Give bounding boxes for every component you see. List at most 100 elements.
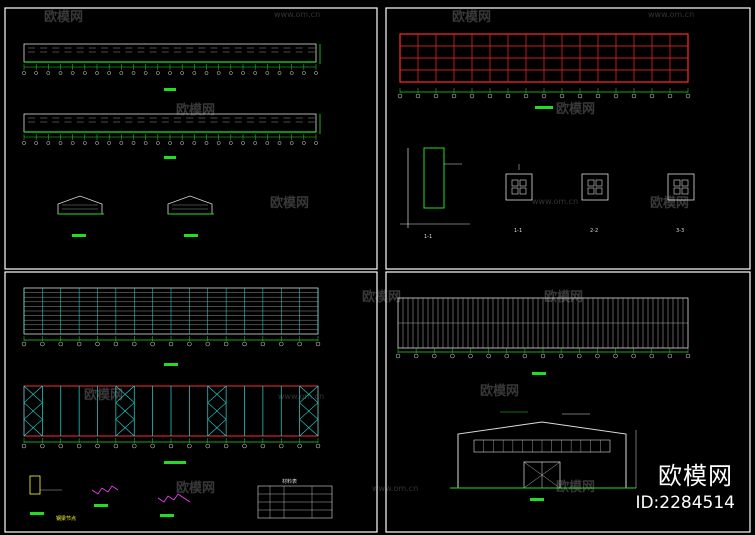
elevation-front <box>22 43 321 91</box>
detail-1-label: 1-1 <box>514 228 522 234</box>
axis-bubble <box>451 93 457 99</box>
axis-bubble <box>433 93 439 99</box>
axis-bubble <box>468 353 473 359</box>
axis-bubble <box>95 141 99 145</box>
axis-bubble <box>70 71 75 75</box>
axis-bubble <box>486 353 491 359</box>
cad-line <box>115 402 135 420</box>
axis-bubble <box>315 341 321 347</box>
watermark-url-5: www.om.cn <box>372 484 419 493</box>
axis-bubble <box>649 93 655 99</box>
watermark-brand-2: 欧模网 <box>452 10 492 25</box>
axis-bubble <box>40 443 45 449</box>
cad-line <box>23 419 43 437</box>
material-table: 材料表 <box>257 478 333 519</box>
axis-bubble <box>205 341 210 347</box>
axis-bubble <box>46 71 51 75</box>
axis-bubble <box>487 93 493 99</box>
axis-bubble <box>277 71 282 75</box>
axis-bubble <box>432 353 437 359</box>
watermark-brand-6: 欧模网 <box>650 196 690 211</box>
axis-bubble <box>667 93 673 99</box>
axis-bubble <box>150 341 155 347</box>
axis-bubble <box>595 353 600 359</box>
roof-purlin-plan <box>21 287 321 366</box>
base-plate-detail-2: 2-2 <box>581 173 609 234</box>
axis-bubble <box>523 93 529 99</box>
axis-bubble <box>241 71 245 75</box>
axis-bubble <box>95 71 99 75</box>
sheet-frame-bottom-right <box>385 271 751 533</box>
axis-bubble <box>131 141 136 145</box>
sheet-frame-bottom-left <box>4 271 378 533</box>
axis-bubble <box>223 341 229 347</box>
axis-bubble <box>180 71 185 75</box>
elevation-gable-left <box>57 195 104 237</box>
axis-bubble <box>301 141 306 145</box>
axis-bubble <box>504 353 509 359</box>
axis-bubble <box>685 353 691 359</box>
material-table-title: 材料表 <box>282 478 297 485</box>
axis-bubble <box>260 341 266 347</box>
cad-line <box>299 402 319 420</box>
axis-bubble <box>58 141 63 145</box>
axis-bubble <box>297 341 302 347</box>
axis-bubble <box>558 353 564 359</box>
sheet-frame-top-right <box>385 7 751 270</box>
axis-bubble <box>613 93 619 99</box>
cad-line <box>23 385 43 403</box>
axis-bubble <box>395 353 401 359</box>
axis-bubble <box>631 93 637 99</box>
watermark-brand-1: 欧模网 <box>44 10 84 25</box>
axis-bubble <box>279 341 284 347</box>
axis-bubble <box>253 141 258 145</box>
bracing-plan <box>21 385 321 464</box>
axis-bubble <box>34 71 39 75</box>
cad-line <box>207 419 227 437</box>
axis-bubble <box>315 443 321 449</box>
axis-bubble <box>253 71 258 75</box>
axis-bubble <box>95 341 100 347</box>
axis-bubble <box>297 443 302 449</box>
axis-bubble <box>150 443 155 449</box>
axis-bubble <box>46 141 51 145</box>
elevation-back <box>22 113 321 159</box>
axis-bubble <box>21 341 27 347</box>
column-plan-grid <box>397 33 691 109</box>
cad-line <box>207 402 227 420</box>
axis-bubble <box>279 443 284 449</box>
axis-bubble <box>314 71 318 75</box>
axis-bubble <box>397 93 403 99</box>
axis-bubble <box>34 141 39 145</box>
watermark-brand-9: 欧模网 <box>84 388 124 403</box>
axis-bubble <box>289 71 294 75</box>
axis-bubble <box>143 141 148 145</box>
axis-bubble <box>277 141 282 145</box>
axis-bubble <box>577 93 583 99</box>
axis-bubble <box>113 443 119 449</box>
axis-bubble <box>242 443 247 449</box>
axis-bubble <box>22 71 26 75</box>
axis-bubble <box>180 141 185 145</box>
connection-details: 钢梁节点 <box>29 475 191 522</box>
axis-bubble <box>82 141 87 145</box>
axis-bubble <box>58 71 63 75</box>
axis-bubble <box>187 341 192 347</box>
axis-bubble <box>119 71 124 75</box>
axis-bubble <box>685 93 691 99</box>
axis-bubble <box>415 93 421 99</box>
cad-line <box>207 385 227 403</box>
axis-bubble <box>289 141 294 145</box>
axis-bubble <box>469 93 475 99</box>
watermark-brand-3: 欧模网 <box>176 103 216 118</box>
model-id-text: ID:2284514 <box>635 493 735 513</box>
watermark-brand-10: 欧模网 <box>480 384 520 399</box>
axis-bubble <box>131 71 136 75</box>
axis-bubble <box>649 353 654 359</box>
watermark-brand-11: 欧模网 <box>176 481 216 496</box>
axis-bubble <box>168 71 172 75</box>
axis-bubble <box>143 71 148 75</box>
axis-bubble <box>95 443 100 449</box>
detail-2-label: 2-2 <box>590 228 598 234</box>
axis-bubble <box>168 341 174 347</box>
